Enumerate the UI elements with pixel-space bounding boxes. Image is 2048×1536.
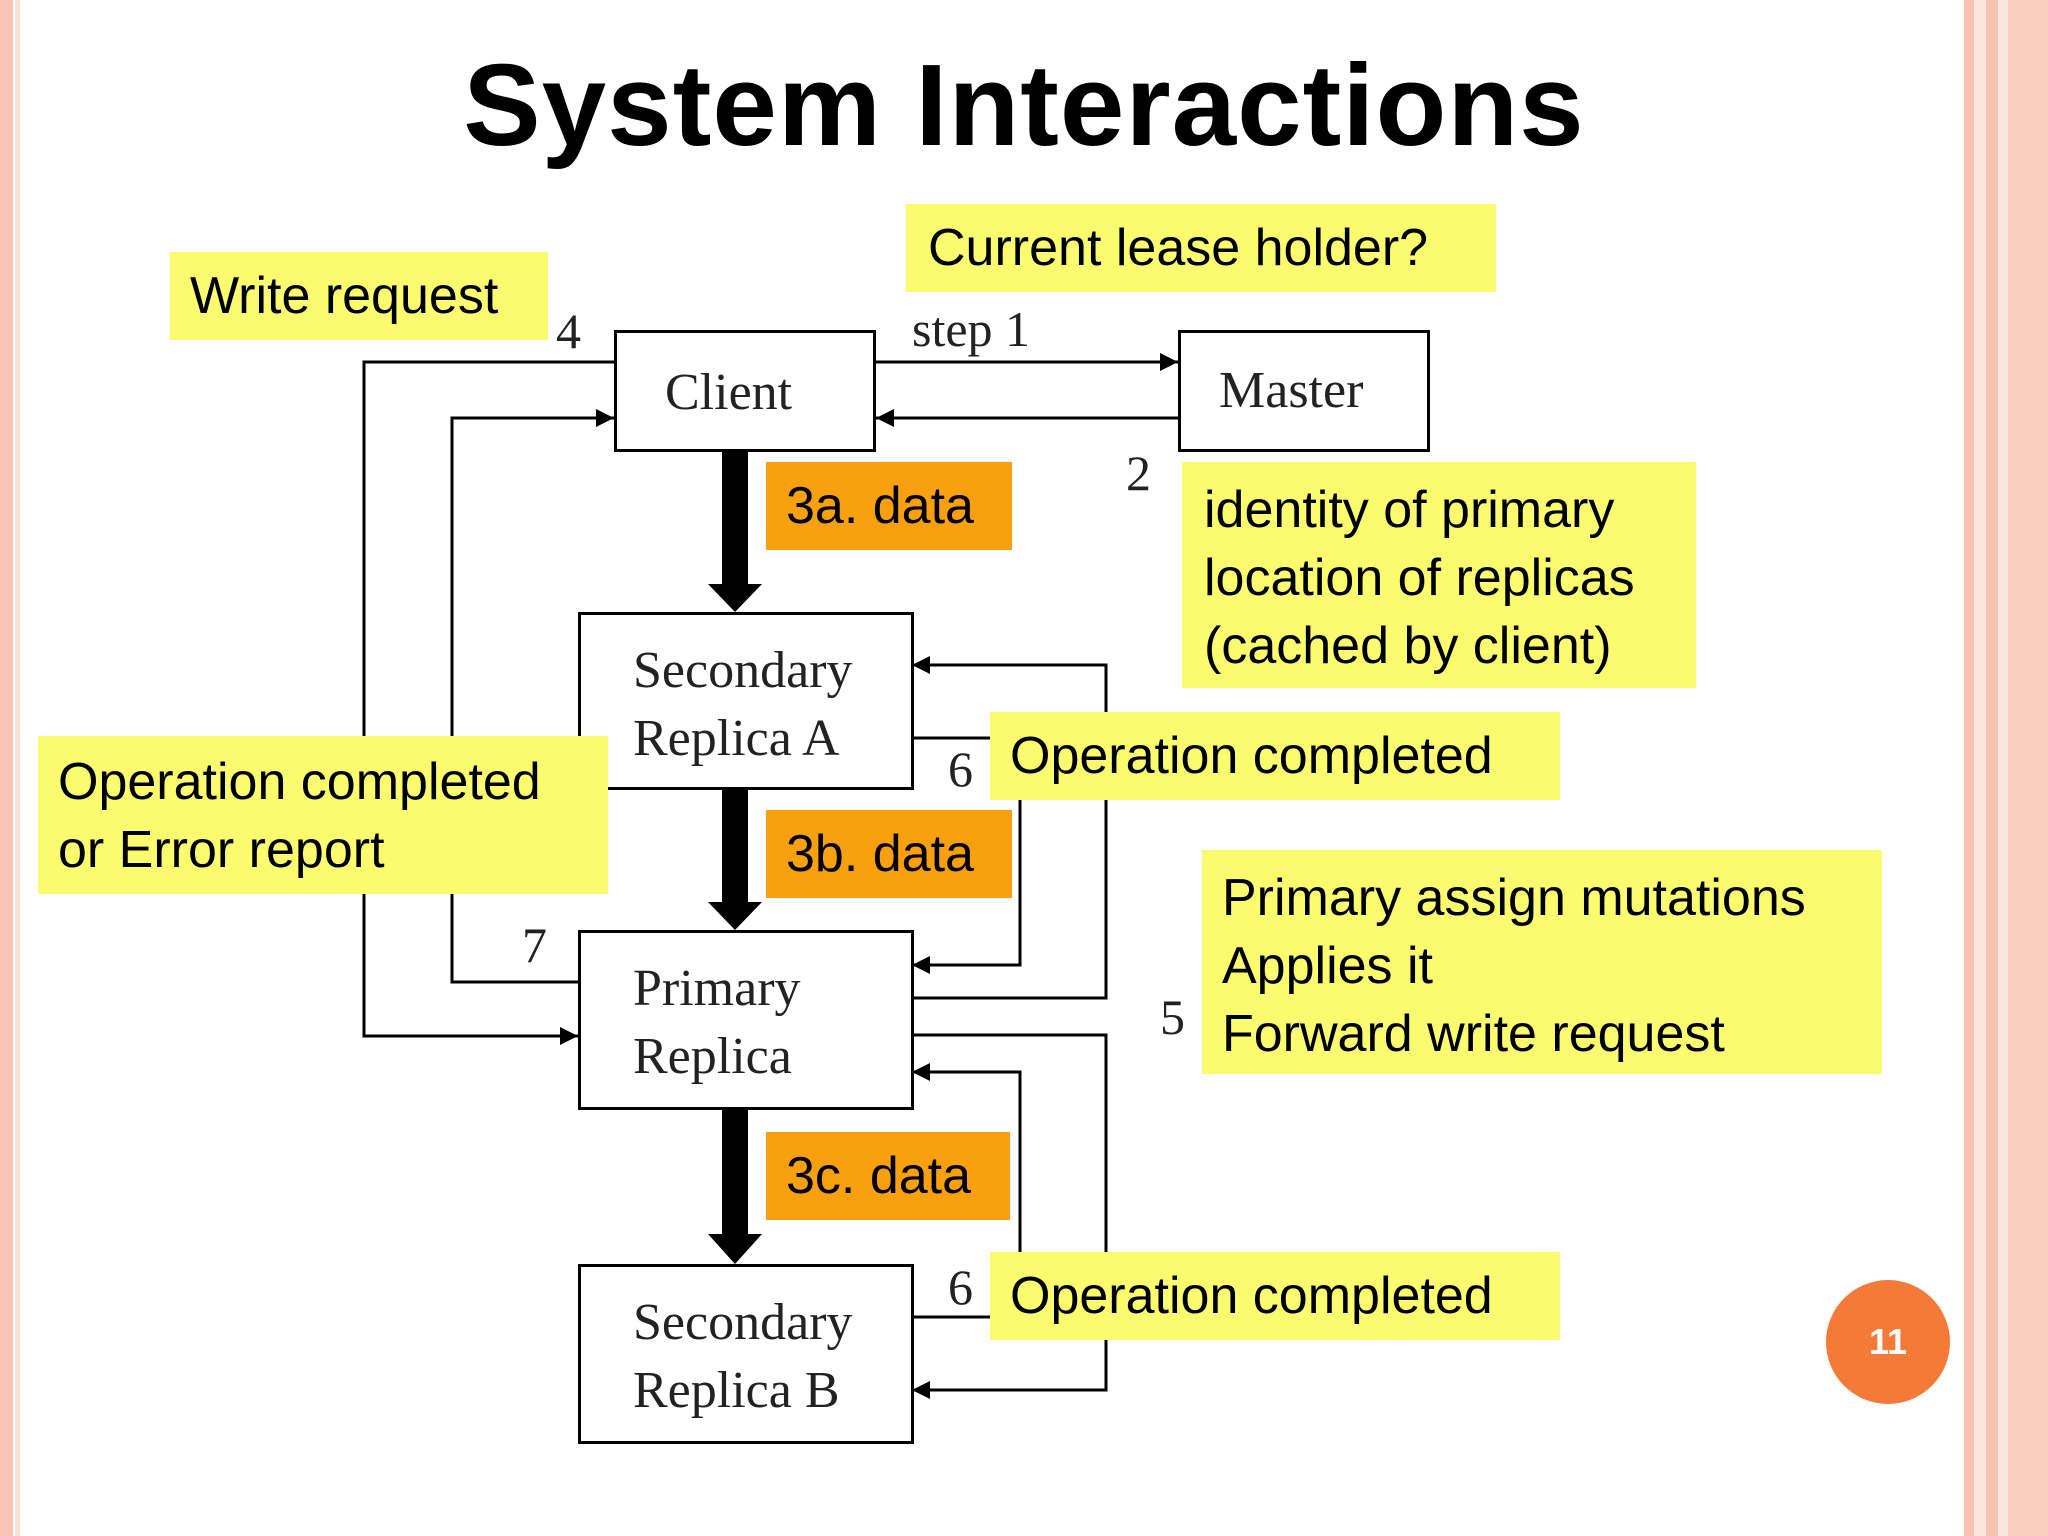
right-border-stripe-2 [1986, 0, 1998, 1536]
identity-line2: location of replicas [1204, 549, 1635, 607]
secondary-replica-b-box: Secondary Replica B [578, 1264, 914, 1444]
slide-title: System Interactions [463, 40, 1585, 170]
line-step6-a [912, 736, 1022, 974]
client-box: Client [614, 330, 876, 452]
secondary-b-line2: Replica B [633, 1362, 840, 1419]
step-6a-label: 6 [948, 741, 973, 797]
left-border-inner [15, 0, 20, 1536]
primary-line2: Replica [633, 1028, 792, 1085]
secondary-a-line2: Replica A [633, 710, 840, 767]
right-border-stripe-1 [1964, 0, 1974, 1536]
master-label: Master [1219, 362, 1364, 419]
note-3b-data: 3b. data [766, 810, 1012, 898]
data-arrow-3a-shaft [722, 452, 748, 584]
step-7-label: 7 [522, 917, 547, 973]
note-operation-completed-or-error: Operation completed or Error report [38, 736, 608, 894]
step-2-label: 2 [1126, 445, 1151, 501]
note-3a-data: 3a. data [766, 462, 1012, 550]
note-primary-assign-mutations: Primary assign mutations Applies it Forw… [1202, 850, 1882, 1074]
right-border-stripe-3 [2008, 0, 2048, 1536]
note-identity-of-primary: identity of primary location of replicas… [1182, 462, 1696, 688]
secondary-b-line1: Secondary [633, 1294, 853, 1351]
data-arrow-3c-shaft [722, 1110, 748, 1234]
primary-replica-box: Primary Replica [578, 930, 914, 1110]
line-step5-b [912, 1033, 1108, 1399]
data-arrow-3a-head [708, 584, 762, 612]
note-3c-data: 3c. data [766, 1132, 1010, 1220]
identity-line1: identity of primary [1204, 481, 1615, 539]
primary-assign-line2: Applies it [1222, 937, 1433, 995]
slide-number-badge: 11 [1826, 1280, 1950, 1404]
note-write-request: Write request [170, 252, 548, 340]
identity-line3: (cached by client) [1204, 617, 1612, 675]
secondary-a-line1: Secondary [633, 642, 853, 699]
client-label: Client [665, 364, 793, 421]
primary-assign-line1: Primary assign mutations [1222, 869, 1806, 927]
step-1-label: step 1 [912, 301, 1031, 357]
note-operation-completed-a: Operation completed [990, 712, 1560, 800]
step-5-label: 5 [1160, 989, 1185, 1045]
left-border [0, 0, 13, 1536]
master-box: Master [1178, 330, 1430, 452]
step-6b-label: 6 [948, 1259, 973, 1315]
note-current-lease-holder: Current lease holder? [906, 204, 1496, 292]
primary-line1: Primary [633, 960, 801, 1017]
data-arrow-3b-shaft [722, 790, 748, 902]
line-step7 [450, 409, 614, 984]
line-step4 [362, 360, 614, 1045]
data-arrow-3b-head [708, 902, 762, 930]
secondary-replica-a-box: Secondary Replica A [578, 612, 914, 790]
op-error-line2: or Error report [58, 821, 385, 879]
note-operation-completed-b: Operation completed [990, 1252, 1560, 1340]
line-step6-b [912, 1063, 1022, 1319]
line-step5-a [912, 656, 1108, 1000]
step-4-label: 4 [556, 303, 581, 359]
primary-assign-line3: Forward write request [1222, 1005, 1725, 1063]
data-arrow-3c-head [708, 1234, 762, 1264]
op-error-line1: Operation completed [58, 753, 541, 811]
